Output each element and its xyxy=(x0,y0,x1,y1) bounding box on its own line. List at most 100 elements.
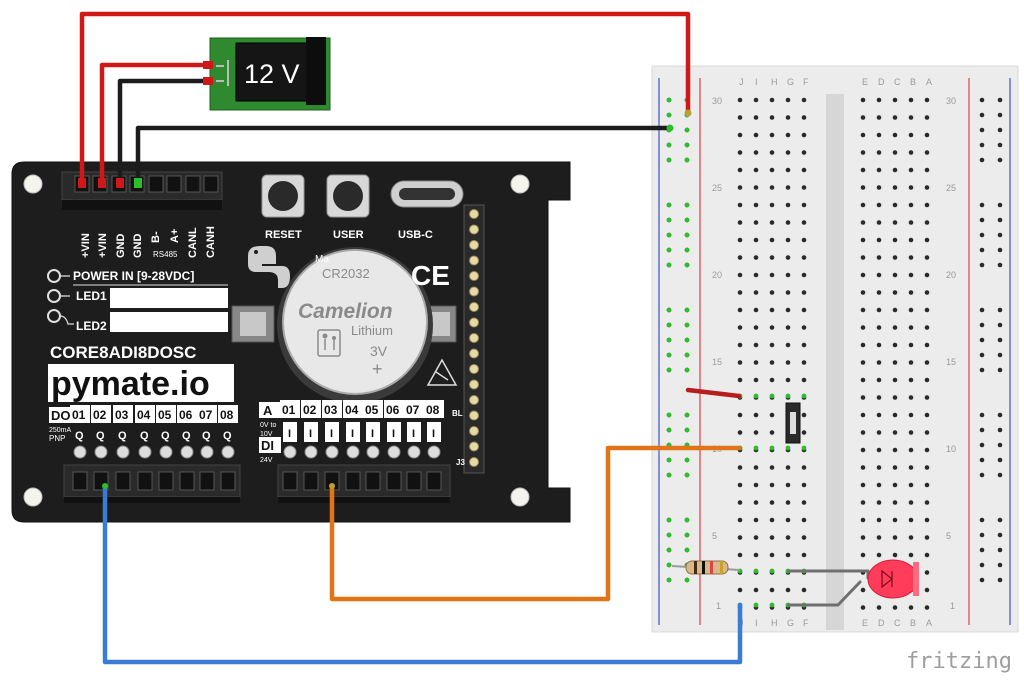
breadboard-hole-connected xyxy=(769,445,775,451)
mounting-holes xyxy=(23,174,530,507)
breadboard-hole xyxy=(753,237,759,243)
coin-cell-battery: Ma CR2032 Camelion Lithium 3V + xyxy=(282,249,428,395)
reset-button[interactable]: RESET xyxy=(261,174,305,241)
bb-row-30-right: 30 xyxy=(946,96,956,106)
breadboard-hole xyxy=(924,570,930,575)
bb-col-h-bottom: H xyxy=(771,618,778,628)
breadboard-hole xyxy=(785,185,791,190)
wire-black-gnd-to-jack xyxy=(117,78,213,186)
bb-col-d-bottom: D xyxy=(878,618,885,628)
usb-c-port[interactable]: USB-C xyxy=(390,180,464,241)
do-channel-box xyxy=(156,405,176,423)
breadboard-hole xyxy=(924,587,930,593)
breadboard-hole xyxy=(876,552,882,558)
ai-channel-label: 03 xyxy=(324,403,338,417)
ai-channel-box xyxy=(404,400,424,418)
do-spec-current: 250mA xyxy=(49,427,72,434)
rail-hole-connected xyxy=(684,352,690,358)
breadboard-hole xyxy=(737,552,743,558)
header-pin xyxy=(469,286,479,297)
bb-col-c-bottom: C xyxy=(894,618,901,628)
breadboard-hole xyxy=(908,377,914,383)
rail-hole-connected xyxy=(666,112,672,118)
breadboard-hole xyxy=(785,587,791,593)
breadboard-hole xyxy=(924,605,930,610)
indicator-leds xyxy=(47,269,74,325)
breadboard-hole xyxy=(737,202,743,208)
breadboard-hole xyxy=(753,185,759,190)
breadboard-hole xyxy=(876,447,882,453)
breadboard-hole xyxy=(908,517,914,523)
rail-hole xyxy=(997,442,1003,448)
rail-hole-connected xyxy=(684,412,690,418)
breadboard-hole xyxy=(908,430,914,435)
breadboard-hole xyxy=(908,465,914,470)
breadboard-hole xyxy=(876,237,882,243)
breadboard-hole xyxy=(801,290,807,295)
breadboard-hole xyxy=(876,465,882,470)
ai-spec-max: 10V xyxy=(260,431,273,438)
do-pin-label: Q xyxy=(182,430,191,442)
ai-channel-box xyxy=(424,400,444,418)
bb-col-a: A xyxy=(926,77,932,87)
rail-hole xyxy=(997,262,1003,268)
breadboard-hole xyxy=(860,167,866,173)
ai-spec-range: 0V to xyxy=(260,422,276,429)
breadboard-hole xyxy=(769,167,775,173)
rail-hole xyxy=(979,217,985,223)
breadboard-hole xyxy=(876,202,882,208)
fritzing-watermark: fritzing xyxy=(906,649,1012,674)
breadboard-hole xyxy=(737,517,743,523)
breadboard-hole xyxy=(892,605,898,610)
breadboard-hole xyxy=(737,132,743,138)
breadboard-hole xyxy=(801,150,807,155)
push-button-switch[interactable] xyxy=(785,402,801,444)
rail-hole-connected xyxy=(684,472,690,478)
breadboard-hole xyxy=(753,482,759,488)
label-bl: BL xyxy=(452,409,463,418)
bb-row-15-right: 15 xyxy=(946,357,956,367)
breadboard-hole xyxy=(785,97,791,103)
do-channel-box xyxy=(135,405,155,423)
rail-hole xyxy=(997,547,1003,553)
terminal-pin xyxy=(303,471,319,491)
rail-hole xyxy=(979,472,985,478)
breadboard-hole xyxy=(769,97,775,103)
python-logo-icon xyxy=(248,246,290,288)
pymate-board: +VIN +VIN GND GND B- A+ CANL CANH RS485 … xyxy=(11,161,571,523)
rail-hole-connected xyxy=(684,217,690,223)
breadboard-hole xyxy=(769,150,775,155)
header-pin xyxy=(469,333,479,343)
breadboard-hole xyxy=(908,115,914,120)
breadboard-hole xyxy=(876,517,882,523)
breadboard-hole xyxy=(769,517,775,523)
breadboard-hole xyxy=(785,202,791,208)
terminal-pin xyxy=(115,471,131,491)
terminal-pin xyxy=(179,471,195,491)
header-pin xyxy=(469,317,479,328)
header-pin xyxy=(469,240,479,250)
breadboard-hole xyxy=(737,360,743,365)
rail-hole xyxy=(979,112,985,118)
breadboard-hole xyxy=(860,132,866,138)
breadboard-hole xyxy=(753,552,759,558)
rail-hole xyxy=(997,457,1003,463)
ce-mark: CE xyxy=(411,260,450,291)
breadboard-hole xyxy=(876,167,882,173)
header-pin xyxy=(469,255,479,266)
breadboard-hole xyxy=(737,307,743,313)
rail-hole xyxy=(997,112,1003,118)
label-canh: CANH xyxy=(205,226,217,258)
user-button[interactable]: USER xyxy=(326,174,370,241)
rail-hole xyxy=(979,562,985,568)
resistor xyxy=(671,560,741,575)
rail-hole xyxy=(979,202,985,208)
breadboard-hole xyxy=(801,377,807,383)
ai-pin-box xyxy=(407,422,421,442)
breadboard-hole xyxy=(860,465,866,470)
breadboard-hole xyxy=(892,360,898,365)
breadboard-hole xyxy=(892,500,898,505)
ai-pin-label: I xyxy=(412,428,415,440)
breadboard-hole-connected xyxy=(769,602,775,608)
breadboard-hole xyxy=(801,202,807,208)
